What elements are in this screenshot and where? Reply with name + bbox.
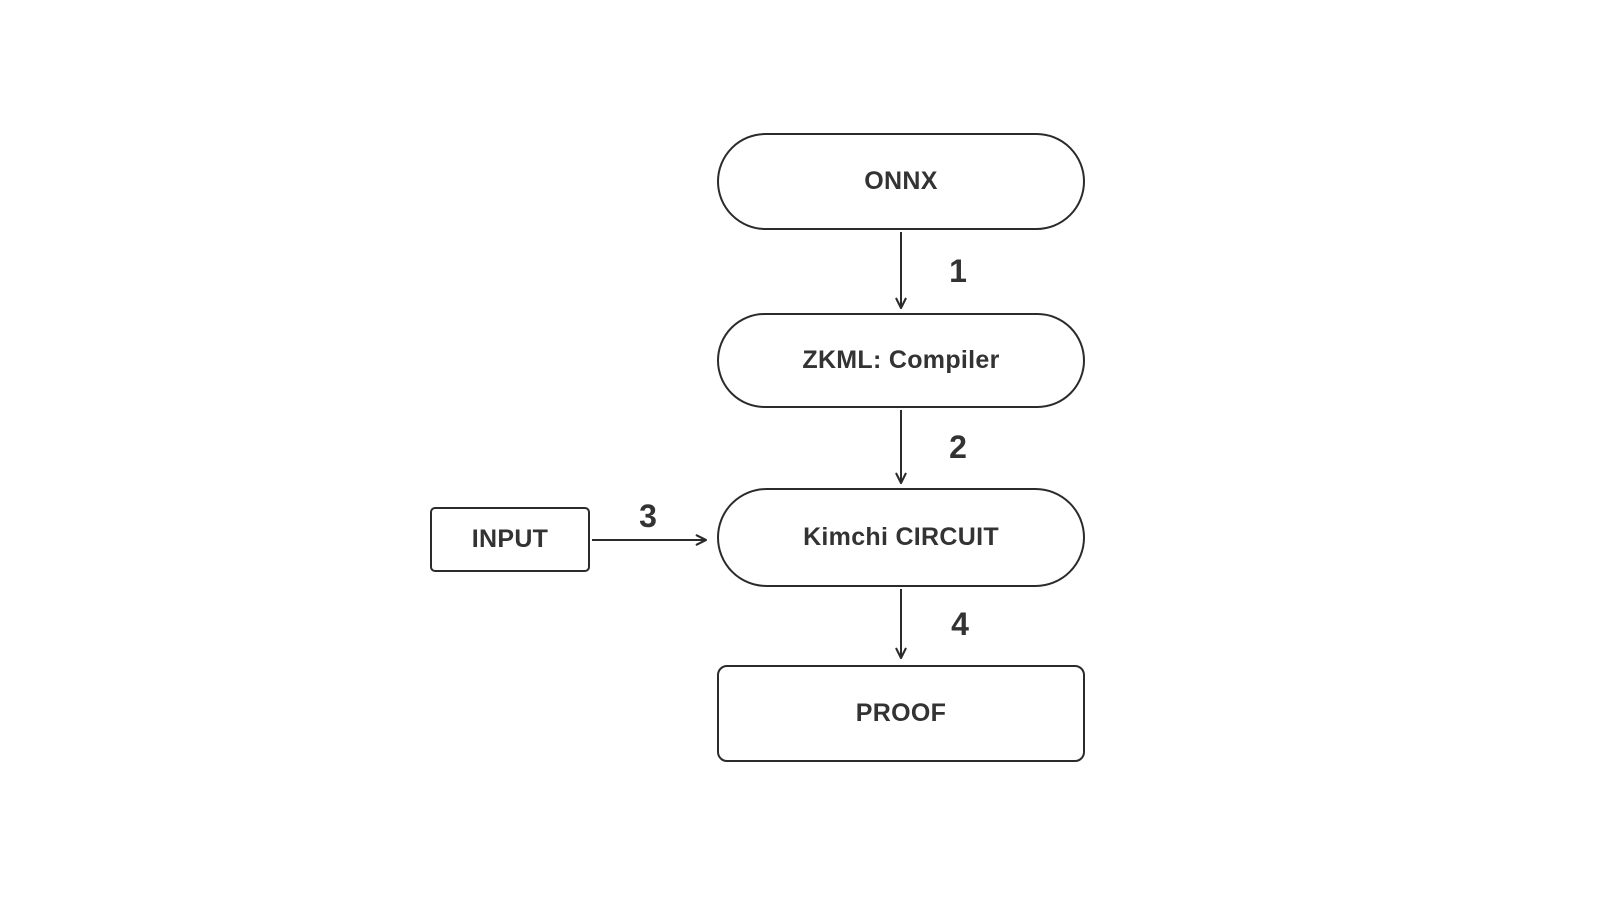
node-zkml-compiler: ZKML: Compiler bbox=[717, 313, 1085, 408]
node-input-label: INPUT bbox=[471, 525, 549, 553]
node-kimchi-circuit-label: Kimchi CIRCUIT bbox=[803, 523, 999, 551]
edge-label-4: 4 bbox=[951, 606, 969, 642]
node-zkml-compiler-label: ZKML: Compiler bbox=[802, 346, 1000, 374]
node-proof: PROOF bbox=[717, 665, 1085, 762]
node-onnx-label: ONNX bbox=[864, 167, 938, 195]
edge-label-3: 3 bbox=[639, 498, 657, 534]
node-input: INPUT bbox=[430, 507, 590, 572]
node-onnx: ONNX bbox=[717, 133, 1085, 230]
edge-label-1: 1 bbox=[949, 253, 967, 289]
edge-label-2: 2 bbox=[949, 429, 967, 465]
node-proof-label: PROOF bbox=[855, 699, 947, 727]
node-kimchi-circuit: Kimchi CIRCUIT bbox=[717, 488, 1085, 587]
